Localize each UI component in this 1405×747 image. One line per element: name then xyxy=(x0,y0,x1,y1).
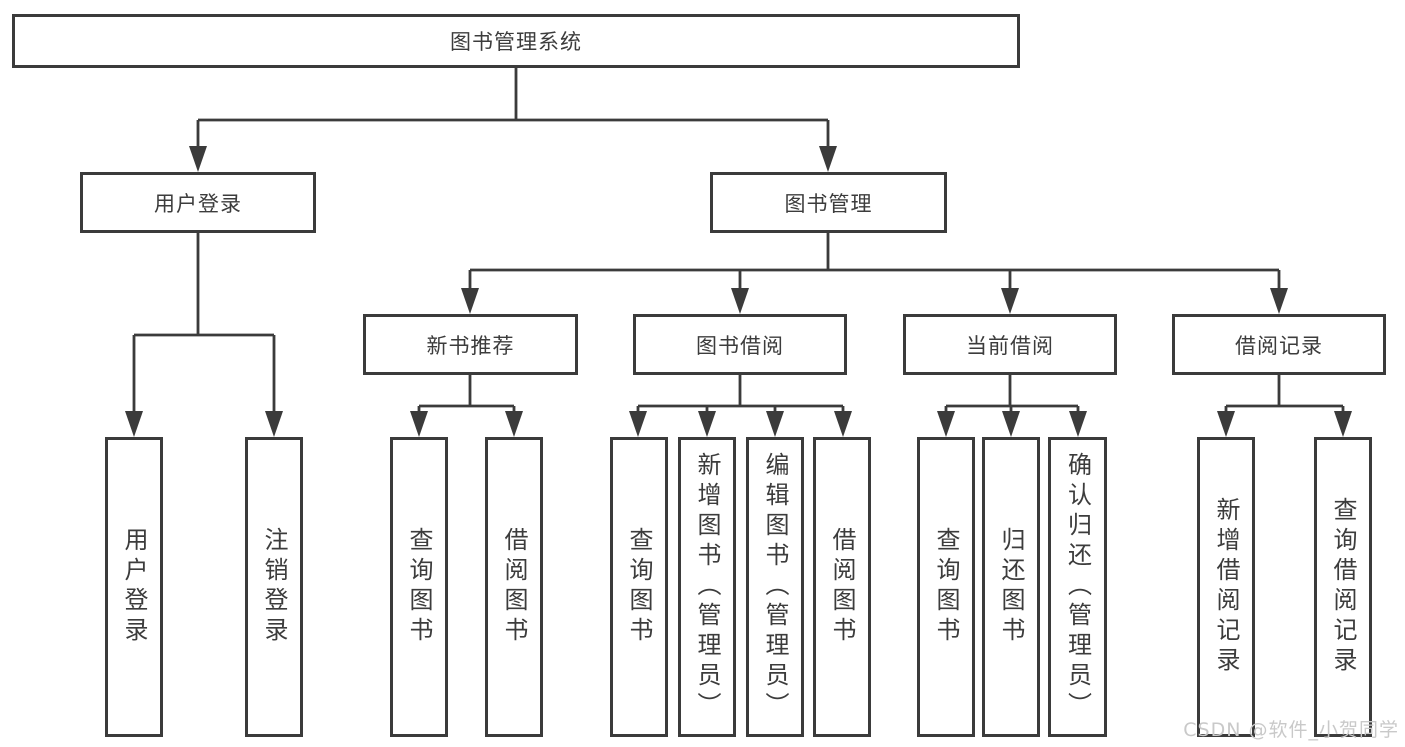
node-book-borrowing: 图书借阅 xyxy=(633,314,847,375)
leaf-current-query-books-label: 查询图书 xyxy=(932,527,960,647)
leaf-borrow-edit-books-admin: 编辑图书（管理员） xyxy=(746,437,804,737)
node-borrowing-records: 借阅记录 xyxy=(1172,314,1386,375)
leaf-records-add-record-label: 新增借阅记录 xyxy=(1212,497,1240,677)
leaf-records-query-record: 查询借阅记录 xyxy=(1314,437,1372,737)
node-current-borrowing: 当前借阅 xyxy=(903,314,1117,375)
leaf-records-query-record-label: 查询借阅记录 xyxy=(1329,497,1357,677)
leaf-current-confirm-return-admin: 确认归还（管理员） xyxy=(1048,437,1107,737)
leaf-borrow-query-books-label: 查询图书 xyxy=(625,527,653,647)
leaf-borrow-borrow-books-label: 借阅图书 xyxy=(828,527,856,647)
leaf-newrec-query-books: 查询图书 xyxy=(390,437,448,737)
leaf-newrec-borrow-books-label: 借阅图书 xyxy=(500,527,528,647)
leaf-current-query-books: 查询图书 xyxy=(917,437,975,737)
csdn-watermark: CSDN @软件_小贺同学 xyxy=(1183,719,1399,741)
node-new-book-recommendation: 新书推荐 xyxy=(363,314,578,375)
leaf-records-add-record: 新增借阅记录 xyxy=(1197,437,1255,737)
leaf-current-return-books: 归还图书 xyxy=(982,437,1040,737)
leaf-borrow-borrow-books: 借阅图书 xyxy=(813,437,871,737)
leaf-user-login: 用户登录 xyxy=(105,437,163,737)
leaf-logout: 注销登录 xyxy=(245,437,303,737)
leaf-current-confirm-return-admin-label: 确认归还（管理员） xyxy=(1063,452,1092,722)
leaf-current-return-books-label: 归还图书 xyxy=(997,527,1025,647)
leaf-borrow-query-books: 查询图书 xyxy=(610,437,668,737)
node-book-management: 图书管理 xyxy=(710,172,947,233)
leaf-borrow-add-books-admin: 新增图书（管理员） xyxy=(678,437,736,737)
leaf-newrec-query-books-label: 查询图书 xyxy=(405,527,433,647)
leaf-user-login-label: 用户登录 xyxy=(120,527,148,647)
leaf-borrow-edit-books-admin-label: 编辑图书（管理员） xyxy=(761,452,789,722)
leaf-borrow-add-books-admin-label: 新增图书（管理员） xyxy=(693,452,721,722)
leaf-logout-label: 注销登录 xyxy=(260,527,288,647)
node-library-management-system: 图书管理系统 xyxy=(12,14,1020,68)
node-user-login: 用户登录 xyxy=(80,172,316,233)
arrowheads xyxy=(125,146,1352,437)
leaf-newrec-borrow-books: 借阅图书 xyxy=(485,437,543,737)
